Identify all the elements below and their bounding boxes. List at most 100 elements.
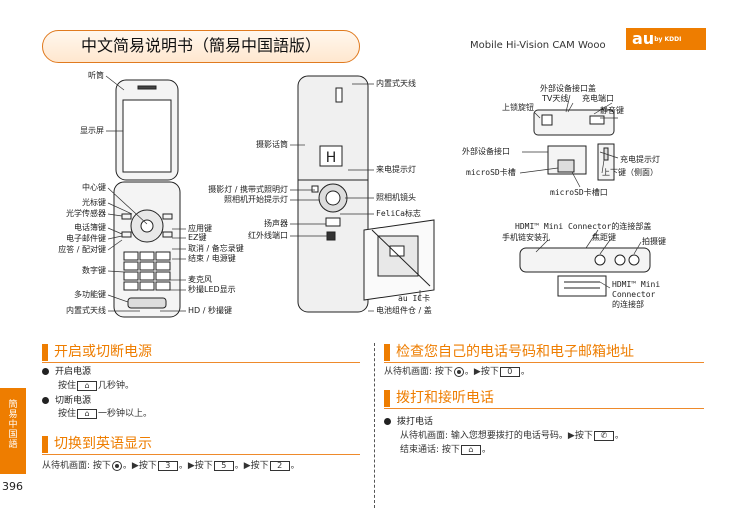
label-shutter-key: 拍摄键 <box>642 237 666 246</box>
label-microsd-slot: microSD卡槽口 <box>550 188 608 197</box>
english-step3: 。▶按下 <box>234 461 269 471</box>
label-display: 显示屏 <box>80 126 104 135</box>
au-logo: auby KDDI <box>626 28 706 50</box>
power-on-title: 开启电源 <box>55 367 92 377</box>
power-on-post: 几秒钟。 <box>98 381 135 391</box>
label-speaker: 扬声器 <box>264 219 288 228</box>
label-light-sensor: 光学传感器 <box>66 209 106 218</box>
label-email-key: 电子邮件键 <box>66 234 106 243</box>
label-hdmi-port-2: Connector <box>612 290 656 299</box>
logo-sub-text: by KDDI <box>654 36 682 43</box>
section-power-title: 开启或切断电源 <box>54 344 152 360</box>
calls-line1-pre: 从待机画面: 输入您想要拨打的电话号码。▶按下 <box>400 431 593 441</box>
english-step1: 。▶按下 <box>122 461 157 471</box>
label-multi-key: 多功能键 <box>74 290 106 299</box>
label-hdmi-cover: HDMI™ Mini Connector的连接部盖 <box>515 222 652 231</box>
call-key: ✆ <box>593 430 614 441</box>
calls-line2-end: 。 <box>481 445 491 455</box>
calls-bullet: 拨打电话 <box>384 416 433 428</box>
section-calls-heading: 拨打和接听电话 <box>384 388 704 409</box>
label-battery-cover: 电池组件仓 / 盖 <box>376 306 432 315</box>
center-key-icon <box>453 366 464 377</box>
label-tv-antenna: TV天线 <box>542 94 569 103</box>
label-microsd-card: microSD卡槽 <box>466 168 516 177</box>
label-silent-key: 静音键 <box>600 106 624 115</box>
label-incoming-light: 来电提示灯 <box>376 165 416 174</box>
label-hd-key: HD / 秒撮键 <box>188 306 232 315</box>
language-side-tab: 簡易中国語 <box>0 388 26 474</box>
key-2: 2 <box>269 460 290 471</box>
product-name: Mobile Hi-Vision CAM Wooo <box>470 40 606 51</box>
section-english-heading: 切换到英语显示 <box>42 434 360 455</box>
power-off-text: 按住⌂一秒钟以上。 <box>58 408 152 420</box>
label-camera-start-light: 照相机开始提示灯 <box>224 195 288 204</box>
label-back-antenna: 内置式天线 <box>376 79 416 88</box>
section-power-heading: 开启或切断电源 <box>42 342 360 363</box>
power-off-pre: 按住 <box>58 409 77 419</box>
power-off-title: 切断电源 <box>55 396 92 406</box>
logo-main-text: au <box>632 29 655 48</box>
calls-line2: 结束通话: 按下⌂。 <box>400 444 491 456</box>
key-3: 3 <box>157 460 178 471</box>
power-on-pre: 按住 <box>58 381 77 391</box>
phone-front-screen <box>122 99 172 173</box>
power-on-bullet: 开启电源 <box>42 366 91 378</box>
section-check-title: 检查您自己的电话号码和电子邮箱地址 <box>396 344 634 360</box>
phone-diagram: H <box>105 75 651 318</box>
label-hdmi-port-1: HDMI™ Mini <box>612 280 661 289</box>
label-ez-key: EZ键 <box>188 233 207 242</box>
side-tab-text: 簡易中国語 <box>8 400 18 450</box>
label-cursor-key: 光标键 <box>82 198 106 207</box>
calls-title: 拨打电话 <box>397 417 434 427</box>
back-h-mark: H <box>326 150 337 166</box>
label-led-display: 秒撮LED显示 <box>188 285 236 294</box>
label-felica: FeliCa标志 <box>376 209 421 218</box>
english-step2: 。▶按下 <box>178 461 213 471</box>
power-key-on: ⌂ <box>77 380 98 391</box>
label-ir-port: 红外线端口 <box>248 231 288 240</box>
label-charge-port: 充电端口 <box>582 94 614 103</box>
label-cancel-key: 取消 / 备忘录键 <box>188 244 244 253</box>
center-key-icon <box>111 460 122 471</box>
label-au-ic-card: au IC卡 <box>398 294 431 303</box>
label-charge-light: 充电提示灯 <box>620 155 660 164</box>
power-on-text: 按住⌂几秒钟。 <box>58 380 134 392</box>
english-pre: 从待机画面: 按下 <box>42 461 111 471</box>
label-ext-cover: 外部设备接口盖 <box>540 84 596 93</box>
power-key-off: ⌂ <box>77 408 98 419</box>
label-number-keys: 数字键 <box>82 266 106 275</box>
english-end: 。 <box>290 461 300 471</box>
label-app-key: 应用键 <box>188 224 212 233</box>
label-ext-port: 外部设备接口 <box>462 147 510 156</box>
section-calls-title: 拨打和接听电话 <box>396 390 494 406</box>
label-center-key: 中心键 <box>82 183 106 192</box>
label-photo-light: 摄影灯 / 携带式照明灯 <box>208 185 288 194</box>
key-5: 5 <box>213 460 234 471</box>
power-off-bullet: 切断电源 <box>42 395 91 407</box>
center-key-shape <box>140 219 154 233</box>
label-end-key: 结束 / 电源键 <box>188 254 236 263</box>
key-0: 0 <box>499 366 520 377</box>
check-step: 。▶按下 <box>464 367 499 377</box>
page-number: 396 <box>2 480 23 493</box>
section-english-title: 切换到英语显示 <box>54 436 152 452</box>
calls-line1: 从待机画面: 输入您想要拨打的电话号码。▶按下✆。 <box>400 430 624 442</box>
label-camera-lens: 照相机镜头 <box>376 193 416 202</box>
label-microphone: 麦克风 <box>188 275 212 284</box>
calls-line1-end: 。 <box>614 431 624 441</box>
check-end: 。 <box>520 367 530 377</box>
label-answer-key: 应答 / 配对键 <box>58 245 106 254</box>
label-camera-mic: 摄影话筒 <box>256 140 288 149</box>
page-title: 中文简易说明书（簡易中国語版） <box>42 30 360 63</box>
check-pre: 从待机画面: 按下 <box>384 367 453 377</box>
section-check-heading: 检查您自己的电话号码和电子邮箱地址 <box>384 342 704 363</box>
label-updown-key: 上下键（侧面） <box>602 168 658 177</box>
end-key: ⌂ <box>460 444 481 455</box>
label-strap-hole: 手机链安装孔 <box>502 233 550 242</box>
label-lock-knob: 上锁旋钮 <box>502 103 534 112</box>
label-hdmi-port-3: 的连接部 <box>612 300 644 309</box>
calls-line2-pre: 结束通话: 按下 <box>400 445 460 455</box>
label-front-antenna: 内置式天线 <box>66 306 106 315</box>
